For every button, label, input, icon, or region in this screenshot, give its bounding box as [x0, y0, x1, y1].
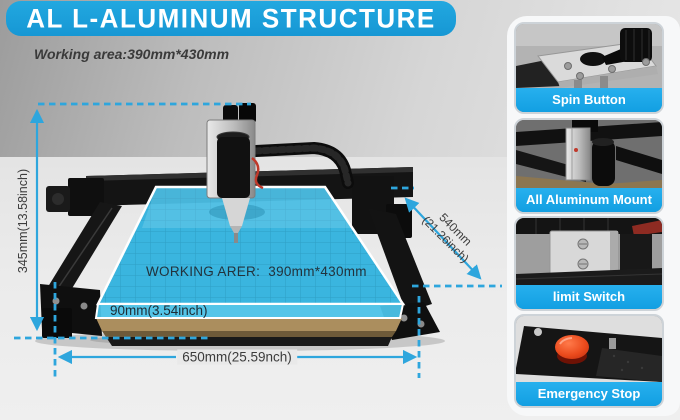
feature-card-aluminum-mount: All Aluminum Mount	[514, 118, 664, 214]
feature-label: Emergency Stop	[516, 382, 662, 406]
feature-label: All Aluminum Mount	[516, 188, 662, 212]
front-height-label: 90mm(3.54inch)	[110, 303, 208, 318]
page-title: AL L-ALUMINUM STRUCTURE	[26, 2, 436, 34]
spindle-mount-photo	[516, 24, 662, 88]
feature-card-limit-switch: limit Switch	[514, 216, 664, 311]
limit-switch-photo	[516, 218, 662, 285]
feature-label: Spin Button	[516, 88, 662, 112]
working-area-label: WORKING ARER: 390mm*430mm	[146, 264, 367, 279]
title-banner: AL L-ALUMINUM STRUCTURE	[6, 1, 456, 36]
feature-card-spin-button: Spin Button	[514, 22, 664, 114]
working-area-subtitle: Working area:390mm*430mm	[34, 46, 230, 62]
width-dimension-label: 650mm(25.59nch)	[177, 349, 297, 365]
emergency-stop-photo	[516, 316, 662, 382]
height-dimension-label: 345mm(13.58inch)	[16, 168, 30, 274]
feature-label: limit Switch	[516, 285, 662, 309]
feature-card-emergency-stop: Emergency Stop	[514, 314, 664, 408]
aluminum-mount-photo	[516, 120, 662, 188]
